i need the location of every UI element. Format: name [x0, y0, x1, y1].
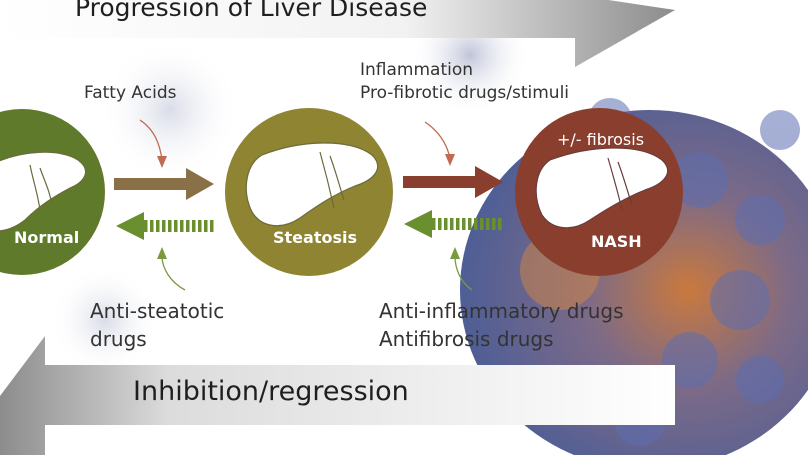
- fatty-acids-label: Fatty Acids: [84, 83, 177, 103]
- regression-arrow-steatosis-to-normal: [116, 212, 216, 240]
- progression-arrow-normal-to-steatosis: [114, 168, 214, 200]
- pro-fibrotic-label: Pro-fibrotic drugs/stimuli: [360, 83, 570, 103]
- progression-title: Progression of Liver Disease: [75, 0, 428, 22]
- steatosis-stage-label: Steatosis: [273, 228, 357, 247]
- antifibrosis-label: Antifibrosis drugs: [379, 327, 554, 351]
- anti-steatotic-label: Anti-steatotic: [90, 299, 225, 323]
- regression-arrow-nash-to-steatosis: [404, 210, 502, 238]
- nash-stage-label: NASH: [591, 232, 642, 251]
- inflammation-pointer-arrow: [424, 121, 455, 166]
- anti-inflammatory-label: Anti-inflammatory drugs: [379, 299, 624, 323]
- liver-icon: [535, 147, 669, 229]
- anti-steatotic-drugs-label: drugs: [90, 327, 147, 351]
- normal-stage-label: Normal: [14, 228, 80, 247]
- fibrosis-note: +/- fibrosis: [557, 130, 645, 149]
- liver-icon: [0, 151, 87, 232]
- progression-arrow-steatosis-to-nash: [403, 166, 503, 198]
- regression-banner-arrow: [0, 336, 675, 455]
- liver-icon: [245, 142, 379, 227]
- fatty-acids-pointer-arrow: [139, 119, 167, 168]
- inflammation-label: Inflammation: [360, 60, 474, 80]
- anti-inflammatory-pointer-arrow: [450, 247, 473, 291]
- regression-title: Inhibition/regression: [133, 376, 409, 407]
- anti-steatotic-pointer-arrow: [157, 247, 186, 291]
- progression-banner-arrow: [0, 0, 675, 67]
